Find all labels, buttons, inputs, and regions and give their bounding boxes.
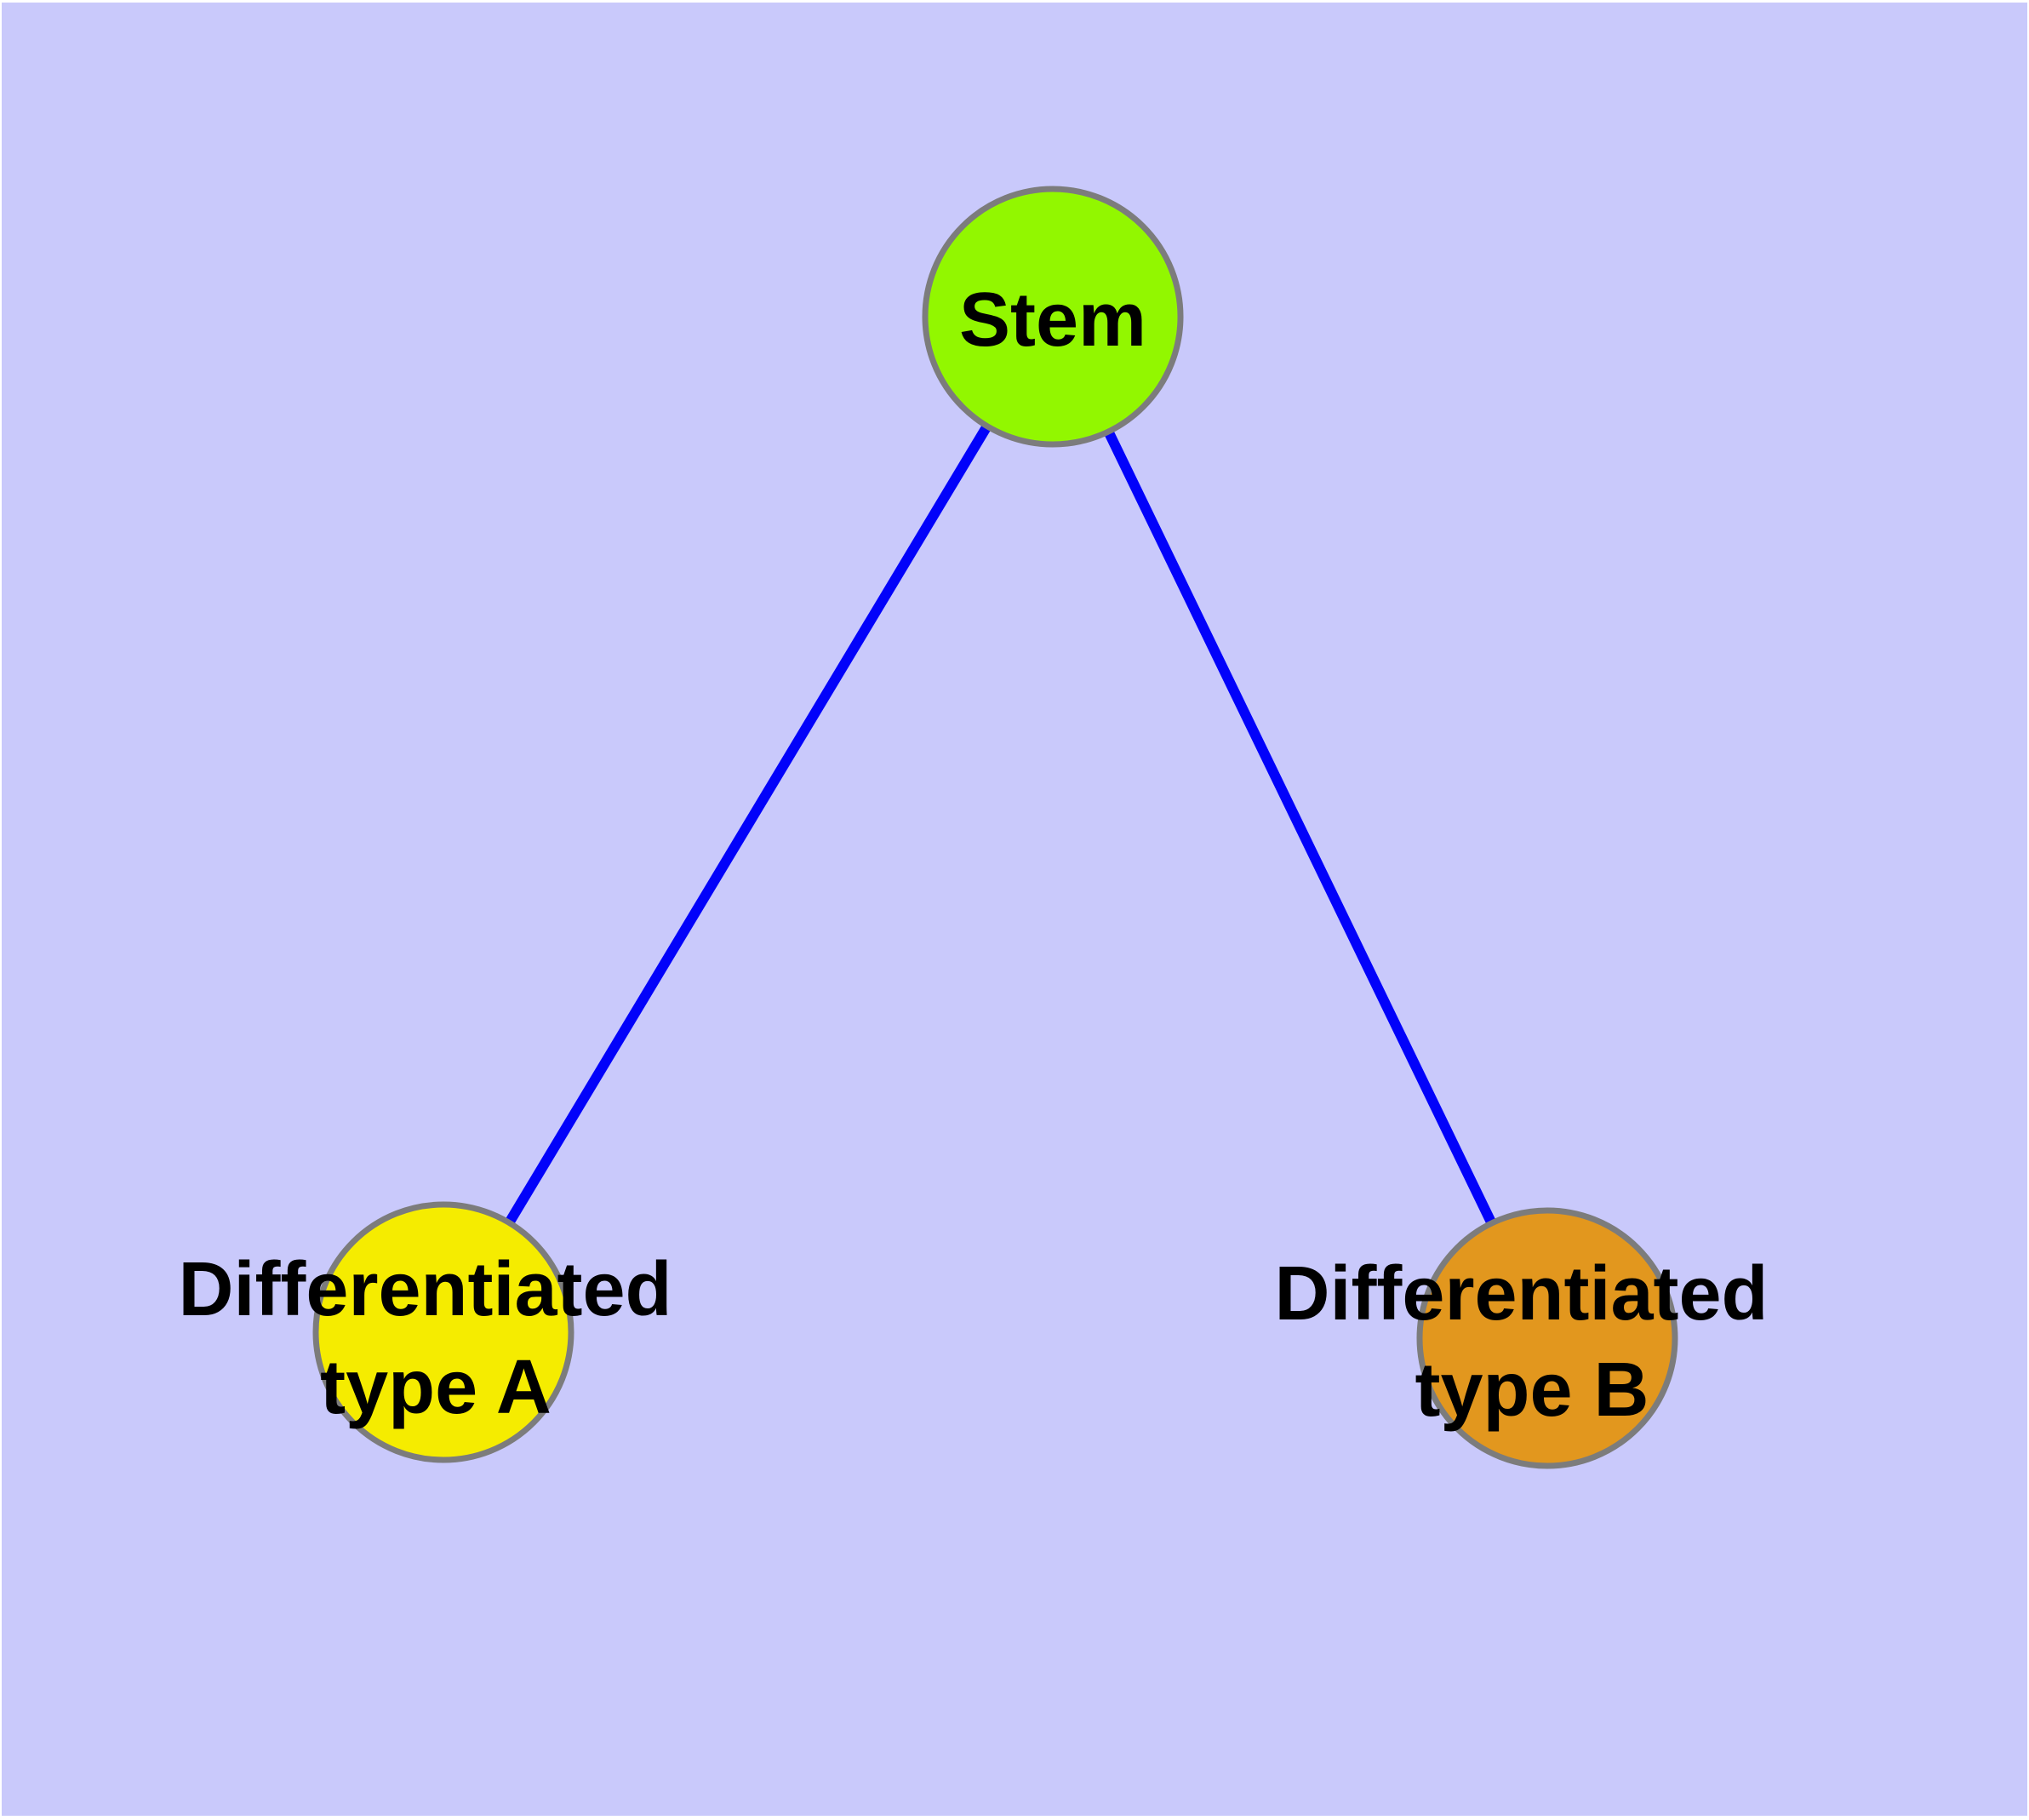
type-b-label-line2: type B <box>1415 1348 1649 1433</box>
stem-node <box>922 186 1184 448</box>
type-a-label-line1: Differentiated <box>178 1247 672 1332</box>
edge-stem-to-type-a <box>438 313 1058 1336</box>
stem-label-text: Stem <box>959 278 1146 363</box>
edge-stem-to-type-b <box>1048 314 1552 1341</box>
stem-label: Stem <box>959 278 1146 363</box>
type-b-label-line1: Differentiated <box>1274 1251 1768 1336</box>
type-a-label-line2: type A <box>320 1345 552 1430</box>
type-a-label: Differentiated type A <box>178 1247 693 1430</box>
type-b-label: Differentiated type B <box>1274 1251 1789 1433</box>
type-a-node <box>312 1201 574 1463</box>
type-b-node <box>1416 1207 1678 1469</box>
